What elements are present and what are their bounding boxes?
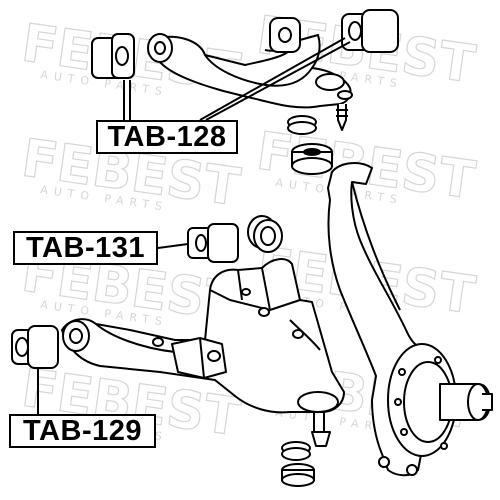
bushing-upper-left (91, 33, 135, 79)
seal-middle (247, 215, 283, 253)
upper-control-arm (147, 17, 353, 131)
lower-control-arm (61, 258, 345, 447)
bushing-middle (187, 223, 239, 263)
part-label-tab-131: TAB-131 (13, 231, 158, 265)
bushing-upper-right (341, 9, 399, 53)
leader-lines-128 (123, 37, 351, 121)
leader-line-131 (157, 243, 189, 249)
steering-knuckle (327, 162, 493, 477)
bushing-lower (11, 325, 59, 369)
dust-boot-upper (287, 115, 333, 175)
part-label-tab-128: TAB-128 (96, 120, 238, 154)
dust-boot-lower (281, 441, 315, 487)
part-label-tab-129: TAB-129 (9, 414, 156, 448)
